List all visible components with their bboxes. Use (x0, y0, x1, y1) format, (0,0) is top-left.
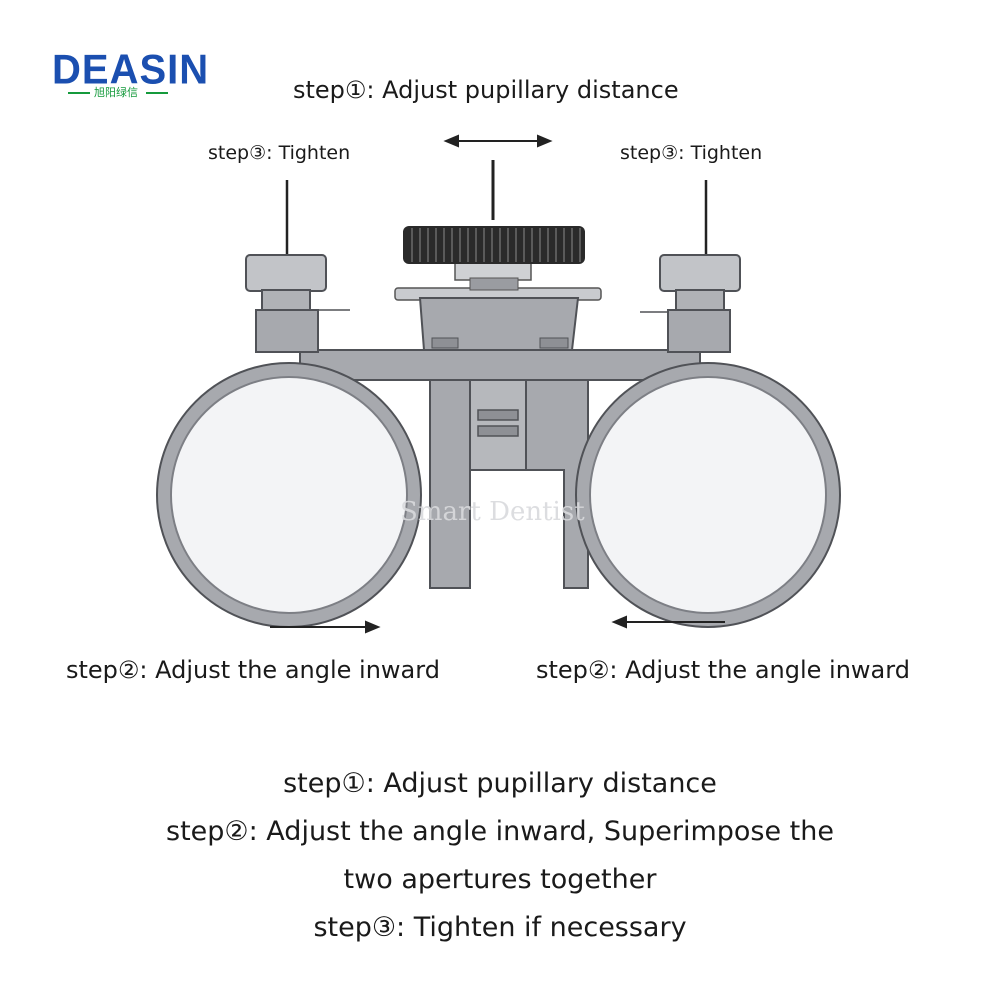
logo-rule-left (68, 92, 90, 94)
pupillary-knob (403, 226, 585, 291)
instruction-line: step①: Adjust pupillary distance (283, 768, 717, 799)
label-step2-left: step②: Adjust the angle inward (66, 656, 440, 684)
left-lens (156, 362, 422, 628)
brand-logo: DEASIN (52, 46, 210, 94)
instruction-line: step②: Adjust the angle inward, Superimp… (166, 816, 834, 847)
label-step2-right: step②: Adjust the angle inward (536, 656, 910, 684)
right-lens (575, 362, 841, 628)
instructions-block: step①: Adjust pupillary distance step②: … (0, 760, 1000, 952)
angle-arrow-left (270, 620, 381, 634)
logo-rule-right (146, 92, 168, 94)
instruction-line: step③: Tighten if necessary (313, 912, 687, 943)
cross-bar (299, 349, 701, 381)
watermark-text: Smart Dentist (400, 497, 585, 527)
label-step3-right: step③: Tighten (620, 142, 763, 164)
brand-subtitle: 旭阳绿信 (94, 86, 138, 99)
angle-arrow-right (611, 615, 725, 629)
label-step1-pupillary: step①: Adjust pupillary distance (293, 76, 679, 104)
left-tighten-screw (245, 254, 350, 353)
center-bridge (394, 287, 602, 589)
right-tighten-screw (640, 254, 741, 353)
instruction-line: two apertures together (343, 864, 657, 895)
label-step3-left: step③: Tighten (208, 142, 351, 164)
pupillary-arrow (443, 134, 553, 148)
